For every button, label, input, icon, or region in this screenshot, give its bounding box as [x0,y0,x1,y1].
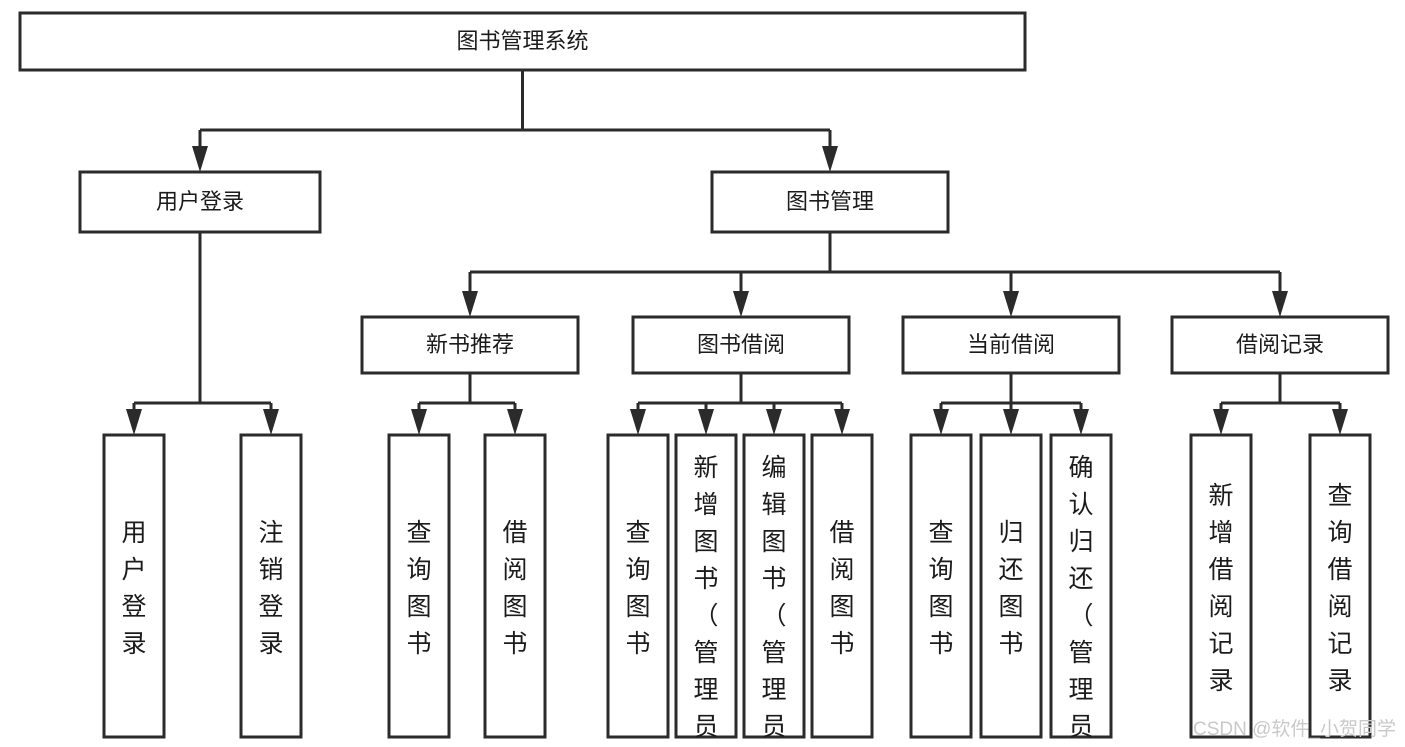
arrow-head-icon [1272,291,1288,317]
node-label: 借阅图书 [502,519,527,658]
node-leaf-record-add[interactable]: 新增借阅记录 [1189,433,1253,739]
node-box[interactable] [810,433,874,739]
node-leaf-rec-query-book[interactable]: 查询图书 [387,433,451,739]
arrow-head-icon [462,291,478,317]
node-label: 当前借阅 [967,332,1055,357]
arrow-head-icon [1073,409,1089,435]
arrow-head-icon [733,291,749,317]
arrow-head-icon [192,146,208,172]
node-box[interactable] [78,170,322,234]
arrow-head-icon [630,409,646,435]
connector-group-user-login [126,232,279,435]
csdn-watermark: CSDN @软件_小贺同学 [1193,718,1396,740]
node-layer: 图书管理系统用户登录图书管理新书推荐图书借阅当前借阅借阅记录用户登录注销登录查询… [18,11,1390,747]
node-leaf-current-confirm-return[interactable]: 确认归还（管理员） [1049,433,1113,747]
node-new-book-rec[interactable]: 新书推荐 [360,315,580,375]
node-book-borrow[interactable]: 图书借阅 [631,315,851,375]
arrow-head-icon [766,409,782,435]
connector-layer [126,70,1348,435]
node-box[interactable] [674,433,738,739]
node-label: 注销登录 [258,519,283,658]
arrow-head-icon [933,409,949,435]
node-label: 查询图书 [625,519,650,658]
node-label: 用户登录 [121,519,146,658]
arrow-head-icon [507,409,523,435]
node-root[interactable]: 图书管理系统 [18,11,1027,72]
node-book-manage[interactable]: 图书管理 [710,170,950,234]
connector-group-borrow-record [1213,373,1348,435]
node-label: 新增借阅记录 [1208,482,1233,695]
arrow-head-icon [834,409,850,435]
node-label: 借阅记录 [1236,332,1324,357]
node-label: 图书管理系统 [456,28,588,53]
node-box[interactable] [979,433,1043,739]
node-label: 编辑图书（管理员） [761,454,786,747]
node-box[interactable] [360,315,580,375]
arrow-head-icon [1213,409,1229,435]
node-leaf-user-logout[interactable]: 注销登录 [239,433,303,739]
node-label: 新增图书（管理员） [693,454,718,747]
node-box[interactable] [1049,433,1113,739]
arrow-head-icon [698,409,714,435]
arrow-head-icon [822,146,838,172]
node-label: 确认归还（管理员） [1068,454,1093,747]
node-box[interactable] [239,433,303,739]
node-leaf-borrow-query-book[interactable]: 查询图书 [606,433,670,739]
node-box[interactable] [18,11,1027,72]
connector-group-book-manage [462,232,1288,317]
connector-group-book-borrow [630,373,850,435]
node-label: 用户登录 [156,189,244,214]
node-box[interactable] [1308,433,1372,739]
arrow-head-icon [263,409,279,435]
arrow-head-icon [411,409,427,435]
node-leaf-current-return-book[interactable]: 归还图书 [979,433,1043,739]
node-leaf-user-login[interactable]: 用户登录 [102,433,166,739]
node-leaf-rec-borrow-book[interactable]: 借阅图书 [483,433,547,739]
node-label: 查询图书 [406,519,431,658]
connector-group-current-borrow [933,373,1089,435]
arrow-head-icon [1003,409,1019,435]
node-box[interactable] [102,433,166,739]
arrow-head-icon [1332,409,1348,435]
node-box[interactable] [483,433,547,739]
node-box[interactable] [387,433,451,739]
connector-group-root [192,70,838,172]
node-label: 归还图书 [998,519,1023,658]
node-label: 新书推荐 [426,332,514,357]
node-leaf-borrow-edit-book[interactable]: 编辑图书（管理员） [742,433,806,747]
node-current-borrow[interactable]: 当前借阅 [901,315,1121,375]
node-label: 查询图书 [928,519,953,658]
arrow-head-icon [1003,291,1019,317]
node-leaf-borrow-add-book[interactable]: 新增图书（管理员） [674,433,738,747]
node-box[interactable] [606,433,670,739]
arrow-head-icon [126,409,142,435]
node-box[interactable] [909,433,973,739]
node-box[interactable] [1170,315,1390,375]
node-label: 借阅图书 [829,519,854,658]
node-box[interactable] [742,433,806,739]
node-box[interactable] [710,170,950,234]
node-borrow-record[interactable]: 借阅记录 [1170,315,1390,375]
node-label: 图书管理 [786,189,874,214]
node-box[interactable] [901,315,1121,375]
node-box[interactable] [631,315,851,375]
connector-group-new-book-rec [411,373,523,435]
node-leaf-record-query[interactable]: 查询借阅记录 [1308,433,1372,739]
node-leaf-current-query-book[interactable]: 查询图书 [909,433,973,739]
node-box[interactable] [1189,433,1253,739]
node-label: 图书借阅 [697,332,785,357]
node-user-login[interactable]: 用户登录 [78,170,322,234]
node-label: 查询借阅记录 [1327,482,1352,695]
node-leaf-borrow-borrow-book[interactable]: 借阅图书 [810,433,874,739]
